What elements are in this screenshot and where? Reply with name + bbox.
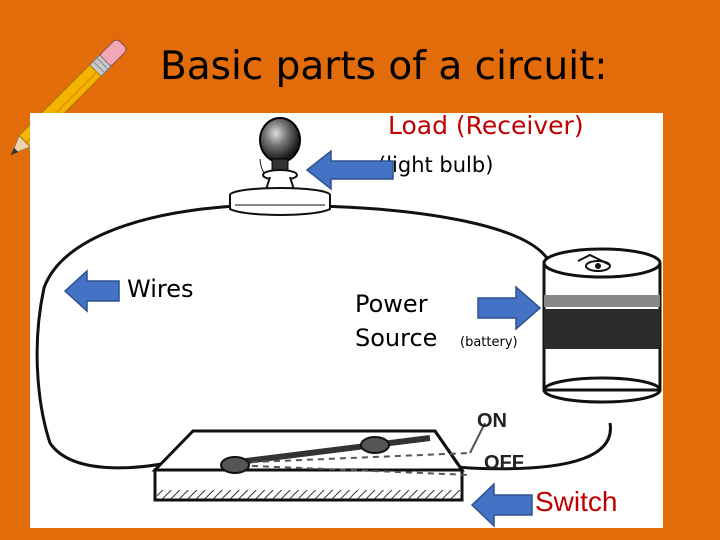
on-label: ON — [477, 410, 507, 432]
slide-title: Basic parts of a circuit: — [160, 44, 608, 89]
switch — [151, 422, 486, 502]
switch-label: Switch — [535, 486, 618, 517]
arrow-icon — [63, 269, 120, 313]
off-label: OFF — [484, 452, 524, 474]
light-bulb-label: (light bulb) — [378, 153, 494, 177]
power-source-label: Power Source — [355, 287, 437, 355]
wires — [35, 204, 612, 471]
arrow-icon — [477, 285, 542, 331]
light-bulb — [229, 117, 331, 216]
circuit-panel: Load (Receiver) (light bulb) Wires Power… — [30, 113, 663, 528]
arrow-icon — [305, 149, 394, 191]
power-line2: Source — [355, 324, 438, 352]
battery — [542, 247, 662, 404]
arrow-icon — [470, 482, 533, 528]
wires-label: Wires — [127, 275, 194, 303]
circuit-diagram — [35, 117, 662, 502]
load-label: Load (Receiver) — [388, 113, 584, 140]
power-line1: Power — [355, 290, 428, 318]
battery-label: (battery) — [460, 335, 518, 350]
